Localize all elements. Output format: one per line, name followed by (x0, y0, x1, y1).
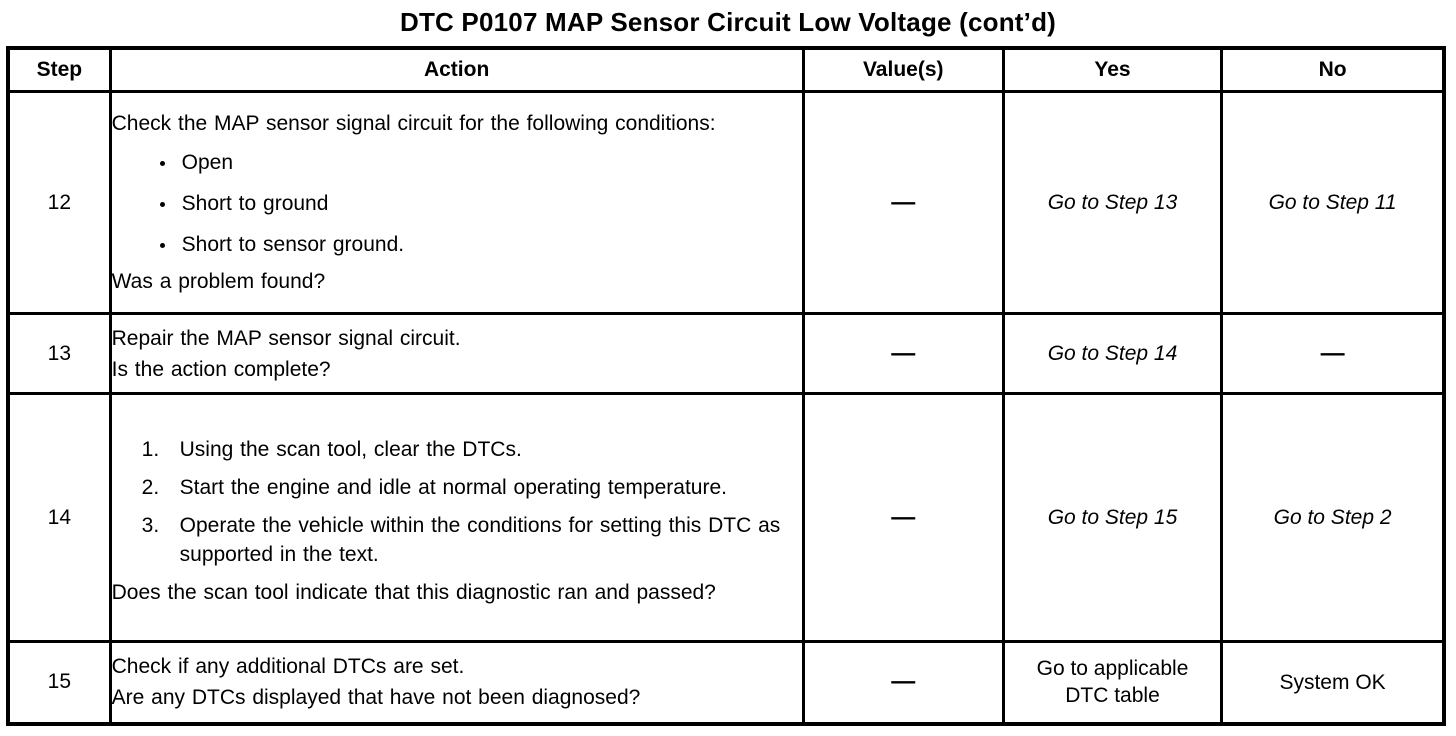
no-result-dash: — (1320, 339, 1345, 367)
step-number: 14 (6, 392, 112, 643)
no-result-cell: — (1220, 312, 1446, 395)
no-result-label: Go to Step 11 (1268, 191, 1397, 214)
value-dash: — (891, 339, 916, 367)
step-number: 13 (6, 312, 112, 395)
table-row: 15 Check if any additional DTCs are set.… (6, 640, 1446, 725)
action-cell: Check if any additional DTCs are set. Ar… (108, 640, 805, 725)
table-header-row: Step Action Value(s) Yes No (6, 46, 1446, 93)
table-row: 14 1. Using the scan tool, clear the DTCs… (6, 392, 1446, 643)
action-cell: 1. Using the scan tool, clear the DTCs. 2… (108, 392, 805, 643)
yes-result-cell: Go to applicable DTC table (1001, 640, 1224, 725)
action-question-text: Are any DTCs displayed that have not bee… (111, 686, 641, 710)
list-item-label: Open (181, 151, 234, 174)
step-number: 12 (6, 90, 112, 315)
yes-result-cell: Go to Step 14 (1001, 312, 1224, 395)
yes-result-label-line1: Go to applicable (1036, 657, 1189, 681)
yes-result-label-line2: DTC table (1065, 684, 1160, 708)
value-dash: — (891, 668, 916, 696)
list-item-number: 3. (141, 513, 160, 537)
bullet-icon (159, 202, 165, 207)
action-cell: Check the MAP sensor signal circuit for … (108, 90, 805, 315)
list-item-label: Short to ground (181, 192, 329, 215)
yes-result-cell: Go to Step 13 (1001, 90, 1224, 315)
value-cell: — (801, 392, 1005, 643)
table-row: 13 Repair the MAP sensor signal circuit.… (6, 312, 1446, 395)
list-item-number: 2. (141, 475, 160, 499)
table-row: 12 Check the MAP sensor signal circuit f… (6, 90, 1446, 315)
no-result-cell: Go to Step 2 (1220, 392, 1446, 643)
yes-result-label: Go to Step 14 (1047, 342, 1178, 365)
list-item-number: 1. (141, 437, 160, 461)
action-intro-text: Check if any additional DTCs are set. (111, 655, 465, 679)
column-header-step: Step (6, 46, 112, 93)
list-item: 2. Start the engine and idle at normal op… (142, 473, 802, 502)
no-result-label: System OK (1279, 670, 1386, 694)
page-title: DTC P0107 MAP Sensor Circuit Low Voltage… (399, 7, 1057, 37)
list-item-label: Short to sensor ground. (181, 233, 405, 256)
action-question-text: Does the scan tool indicate that this di… (111, 580, 716, 604)
no-result-cell: Go to Step 11 (1220, 90, 1446, 315)
list-item: Short to sensor ground. (158, 230, 802, 259)
numbered-procedure-list: 1. Using the scan tool, clear the DTCs. 2… (112, 435, 802, 569)
yes-result-cell: Go to Step 15 (1001, 392, 1224, 643)
action-question-text: Was a problem found? (111, 270, 326, 293)
value-dash: — (891, 188, 916, 216)
list-item: Short to ground (158, 189, 802, 218)
list-item: 3. Operate the vehicle within the conditi… (142, 511, 802, 569)
value-cell: — (801, 640, 1005, 725)
column-header-no: No (1220, 46, 1446, 93)
value-cell: — (801, 312, 1005, 395)
no-result-cell: System OK (1220, 640, 1446, 725)
condition-list: Open Short to ground Short to sensor gro… (112, 148, 802, 259)
step-number: 15 (6, 640, 112, 725)
list-item: 1. Using the scan tool, clear the DTCs. (142, 435, 802, 464)
yes-result-label: Go to Step 13 (1047, 191, 1178, 214)
yes-result-label: Go to Step 15 (1047, 506, 1178, 529)
list-item: Open (158, 148, 802, 177)
column-header-value: Value(s) (801, 46, 1005, 93)
diagnostic-table: Step Action Value(s) Yes No 12 Check the… (6, 46, 1446, 726)
table-header: Step Action Value(s) Yes No (6, 46, 1446, 93)
column-header-yes: Yes (1001, 46, 1224, 93)
list-item-label: Using the scan tool, clear the DTCs. (179, 437, 522, 461)
list-item-label: Start the engine and idle at normal oper… (179, 475, 727, 499)
no-result-label: Go to Step 2 (1273, 506, 1392, 529)
table-body: 12 Check the MAP sensor signal circuit f… (6, 90, 1446, 725)
column-header-action: Action (108, 46, 805, 93)
value-dash: — (891, 503, 916, 531)
action-intro-text: Repair the MAP sensor signal circuit. (111, 326, 461, 350)
action-intro-text: Check the MAP sensor signal circuit for … (111, 112, 716, 135)
bullet-icon (159, 161, 165, 166)
action-question-text: Is the action complete? (111, 357, 331, 381)
value-cell: — (801, 90, 1005, 315)
action-cell: Repair the MAP sensor signal circuit. Is… (108, 312, 805, 395)
bullet-icon (159, 243, 165, 248)
list-item-label: Operate the vehicle within the condition… (179, 513, 781, 566)
